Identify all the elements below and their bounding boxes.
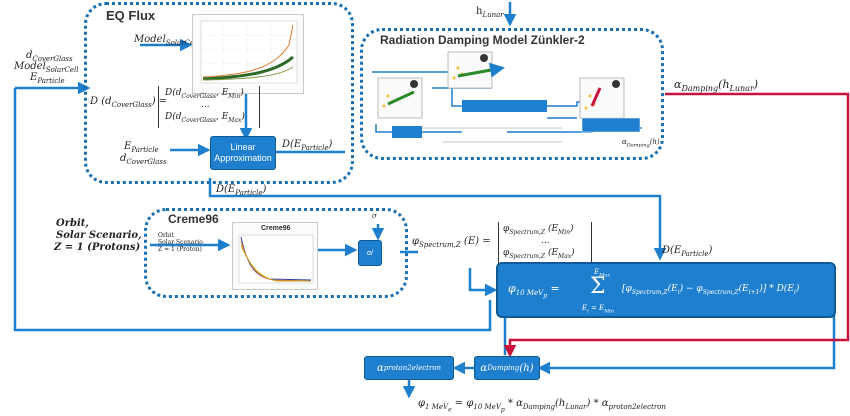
creme96-input-orbit: Orbit,: [56, 218, 89, 229]
creme96-input-z: Z = 1 (Protons): [54, 242, 141, 253]
d-matrix: D(dCoverGlass, EMin) ... D(dCoverGlass, …: [158, 86, 260, 128]
alpha-damping-h-lunar: αDamping(hLunar): [674, 78, 759, 94]
creme96-curves: [238, 234, 314, 284]
left-input-model-solar-cell: ModelSolarCell: [14, 61, 79, 74]
phi-spectrum-vector: φSpectrum,Z (EMin) ... φSpectrum,Z (EMax…: [498, 222, 592, 264]
phi10-body: [φSpectrum,Z(Ei) − φSpectrum,Z(Ei+1)] * …: [622, 284, 800, 296]
creme96-box: [144, 208, 408, 298]
radiation-damping-box: [360, 28, 664, 160]
linear-approximation-block: Linear Approximation: [210, 136, 276, 170]
radiation-damping-title: Radiation Damping Model Zünkler-2: [380, 33, 585, 47]
radiation-output-label: αDamping(h): [622, 138, 660, 149]
final-equation: φ1 MeVe = φ10 MeVp * αDamping(hLunar) * …: [418, 398, 666, 414]
creme96-thumb-line-z: Z = 1 (Proton): [158, 246, 202, 253]
d-dots: ...: [201, 100, 210, 110]
creme96-processing-block: σ/: [358, 240, 382, 266]
left-input-e-particle: EParticle: [30, 72, 65, 85]
d-min: D(dCoverGlass, EMin): [165, 88, 244, 100]
phi-spectrum-dots: ...: [541, 236, 550, 246]
phi-spectrum-max: φSpectrum,Z (EMax): [503, 248, 575, 260]
phi10-equation-block: φ10 MeVp = EMax Σ Ei = EMin [φSpectrum,Z…: [496, 262, 836, 318]
sum-top: EMax: [594, 268, 611, 279]
creme96-title: Creme96: [168, 212, 219, 226]
eq-flux-title: EQ Flux: [106, 8, 156, 23]
creme96-chart-thumbnail: Creme96: [232, 222, 318, 290]
sigma-label: σ: [372, 212, 377, 220]
d-e-particle-mid: D(EParticle): [216, 184, 267, 197]
model-solar-cell-label: ModelSolarCell: [134, 34, 199, 47]
creme96-thumb-title: Creme96: [261, 225, 291, 232]
d-e-particle-right: D(EParticle): [662, 245, 713, 258]
d-cover-glass-input: dCoverGlass: [120, 153, 167, 166]
d-e-particle-output: D(EParticle): [282, 139, 333, 152]
creme96-thumb-line-orbit: Orbit: [158, 232, 174, 239]
h-lunar-label: hLunar: [476, 6, 504, 19]
d-cover-glass-eq: D (dCoverGlass) =: [90, 96, 168, 109]
eq-flux-box: [84, 2, 354, 184]
sum-bottom: Ei = EMin: [582, 304, 615, 315]
eq-flux-curve: [200, 20, 298, 84]
phi-spectrum-min: φSpectrum,Z (EMin): [503, 224, 574, 236]
d-max: D(dCoverGlass, EMax): [165, 112, 245, 124]
eq-flux-chart-thumbnail: [192, 14, 304, 94]
left-input-d-cover-glass: dCoverGlass: [26, 50, 73, 63]
phi-spectrum-lhs: φSpectrum,Z (E) =: [412, 236, 491, 249]
creme96-input-solar: Solar Scenario,: [56, 230, 142, 241]
radiation-inner-diagram: [372, 51, 642, 143]
sum-symbol: Σ: [590, 274, 606, 299]
e-particle-input: EParticle: [124, 141, 159, 154]
creme96-thumb-line-solar: Solar Scenario: [158, 239, 203, 246]
phi10-lhs: φ10 MeVp =: [508, 282, 560, 300]
